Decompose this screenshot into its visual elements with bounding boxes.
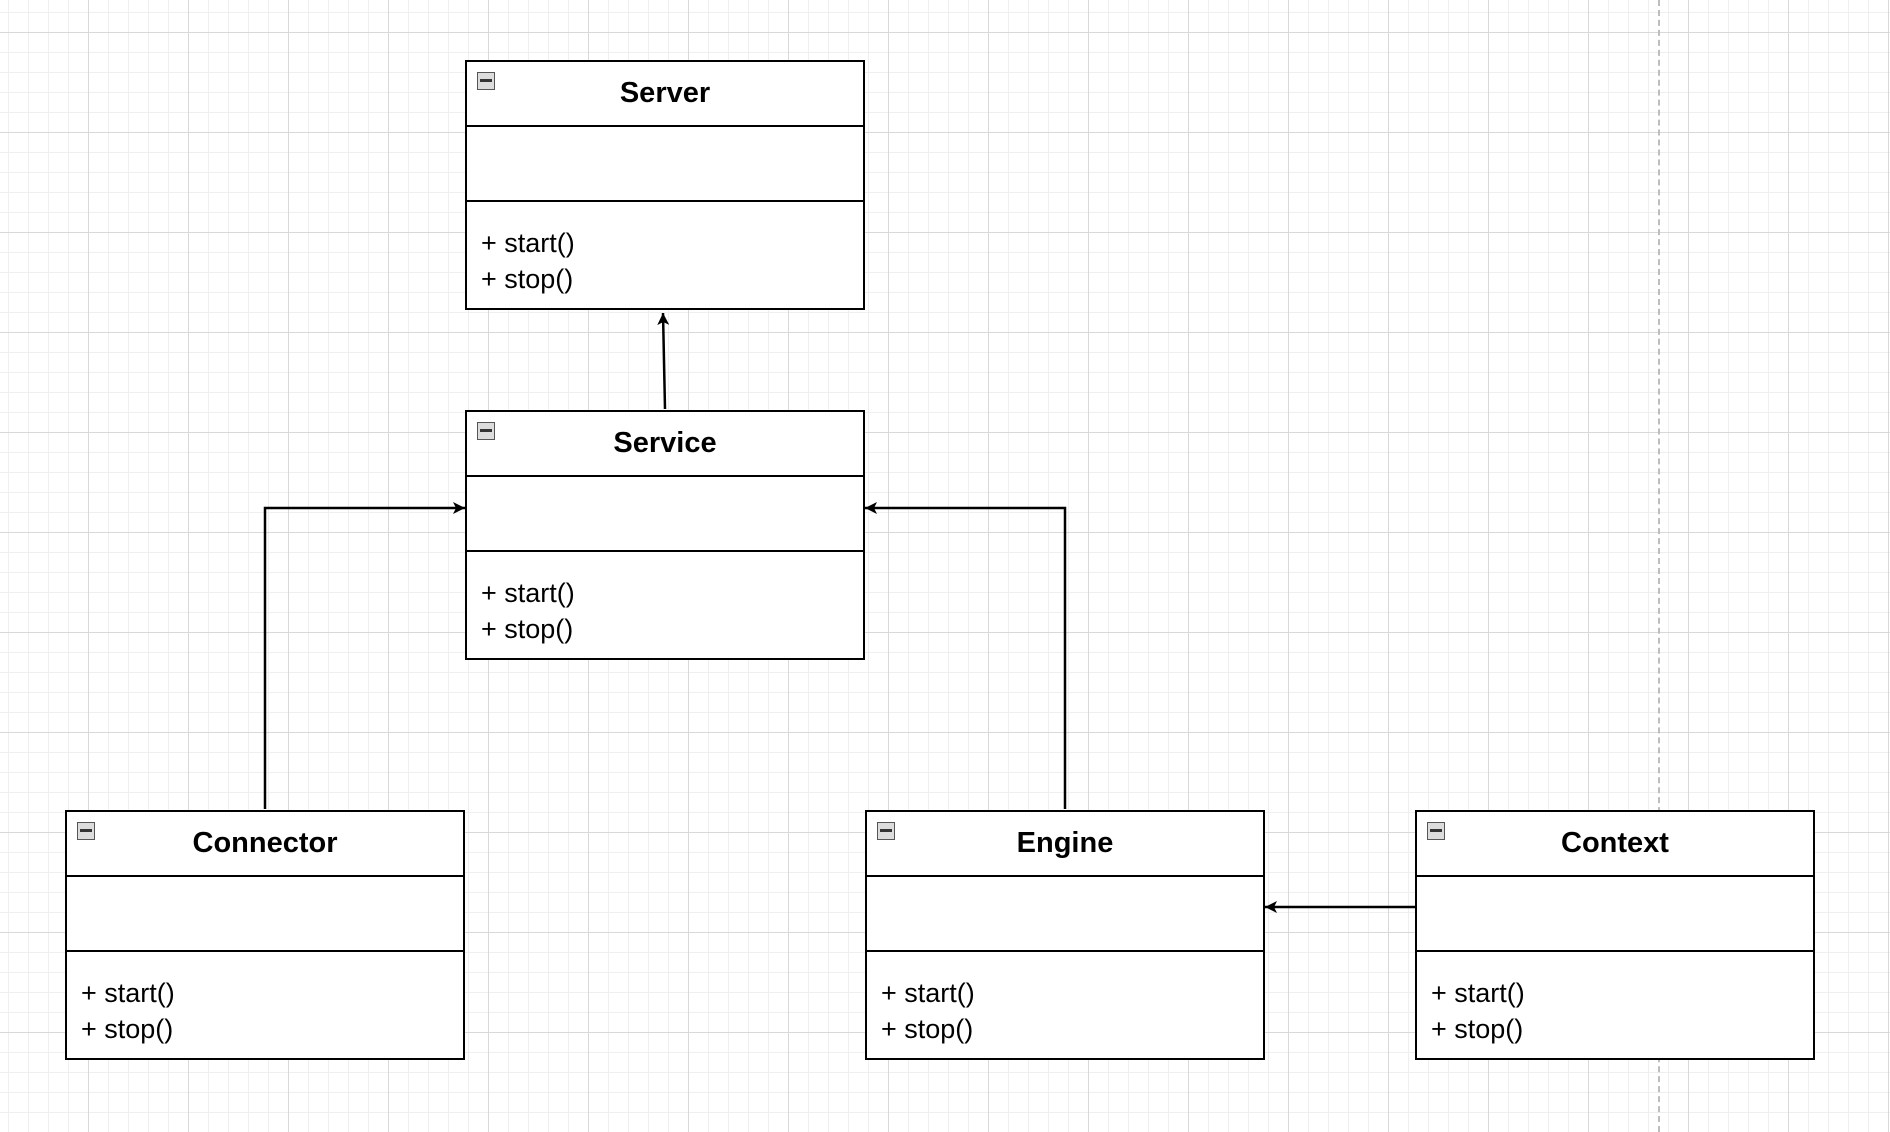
methods-compartment: + start() + stop()	[81, 975, 463, 1047]
methods-compartment: + start() + stop()	[481, 225, 863, 297]
method: + start()	[881, 978, 975, 1008]
class-name: Service	[613, 427, 717, 459]
method: + start()	[81, 978, 175, 1008]
class-name: Server	[619, 77, 711, 109]
page-break-guide	[1658, 0, 1660, 1132]
class-header: Service	[467, 412, 863, 477]
class-context[interactable]: Context + start() + stop()	[1415, 810, 1815, 1060]
class-header: Context	[1417, 812, 1813, 877]
method: + start()	[1431, 978, 1525, 1008]
method: + stop()	[1431, 1014, 1524, 1044]
edge-engine-to-service[interactable]	[865, 502, 1067, 809]
edge-service-to-server[interactable]	[657, 312, 670, 410]
collapse-icon[interactable]	[477, 422, 495, 440]
collapse-icon[interactable]	[477, 72, 495, 90]
method: + stop()	[481, 264, 574, 294]
method: + stop()	[81, 1014, 174, 1044]
method: + stop()	[881, 1014, 974, 1044]
collapse-icon[interactable]	[77, 822, 95, 840]
class-header: Connector	[67, 812, 463, 877]
class-engine[interactable]: Engine + start() + stop()	[865, 810, 1265, 1060]
methods-compartment: + start() + stop()	[1431, 975, 1813, 1047]
attributes-compartment	[467, 476, 863, 552]
method: + start()	[481, 228, 575, 258]
class-header: Server	[467, 62, 863, 127]
class-name: Context	[1561, 827, 1669, 859]
class-service[interactable]: Service + start() + stop()	[465, 410, 865, 660]
edge-connector-to-service[interactable]	[263, 502, 465, 809]
class-header: Engine	[867, 812, 1263, 877]
method: + start()	[481, 578, 575, 608]
method: + stop()	[481, 614, 574, 644]
attributes-compartment	[867, 876, 1263, 952]
class-name: Engine	[1016, 827, 1114, 859]
collapse-icon[interactable]	[1427, 822, 1445, 840]
methods-compartment: + start() + stop()	[881, 975, 1263, 1047]
attributes-compartment	[467, 126, 863, 202]
methods-compartment: + start() + stop()	[481, 575, 863, 647]
class-server[interactable]: Server + start() + stop()	[465, 60, 865, 310]
class-name: Connector	[192, 827, 338, 859]
collapse-icon[interactable]	[877, 822, 895, 840]
class-connector[interactable]: Connector + start() + stop()	[65, 810, 465, 1060]
attributes-compartment	[67, 876, 463, 952]
attributes-compartment	[1417, 876, 1813, 952]
